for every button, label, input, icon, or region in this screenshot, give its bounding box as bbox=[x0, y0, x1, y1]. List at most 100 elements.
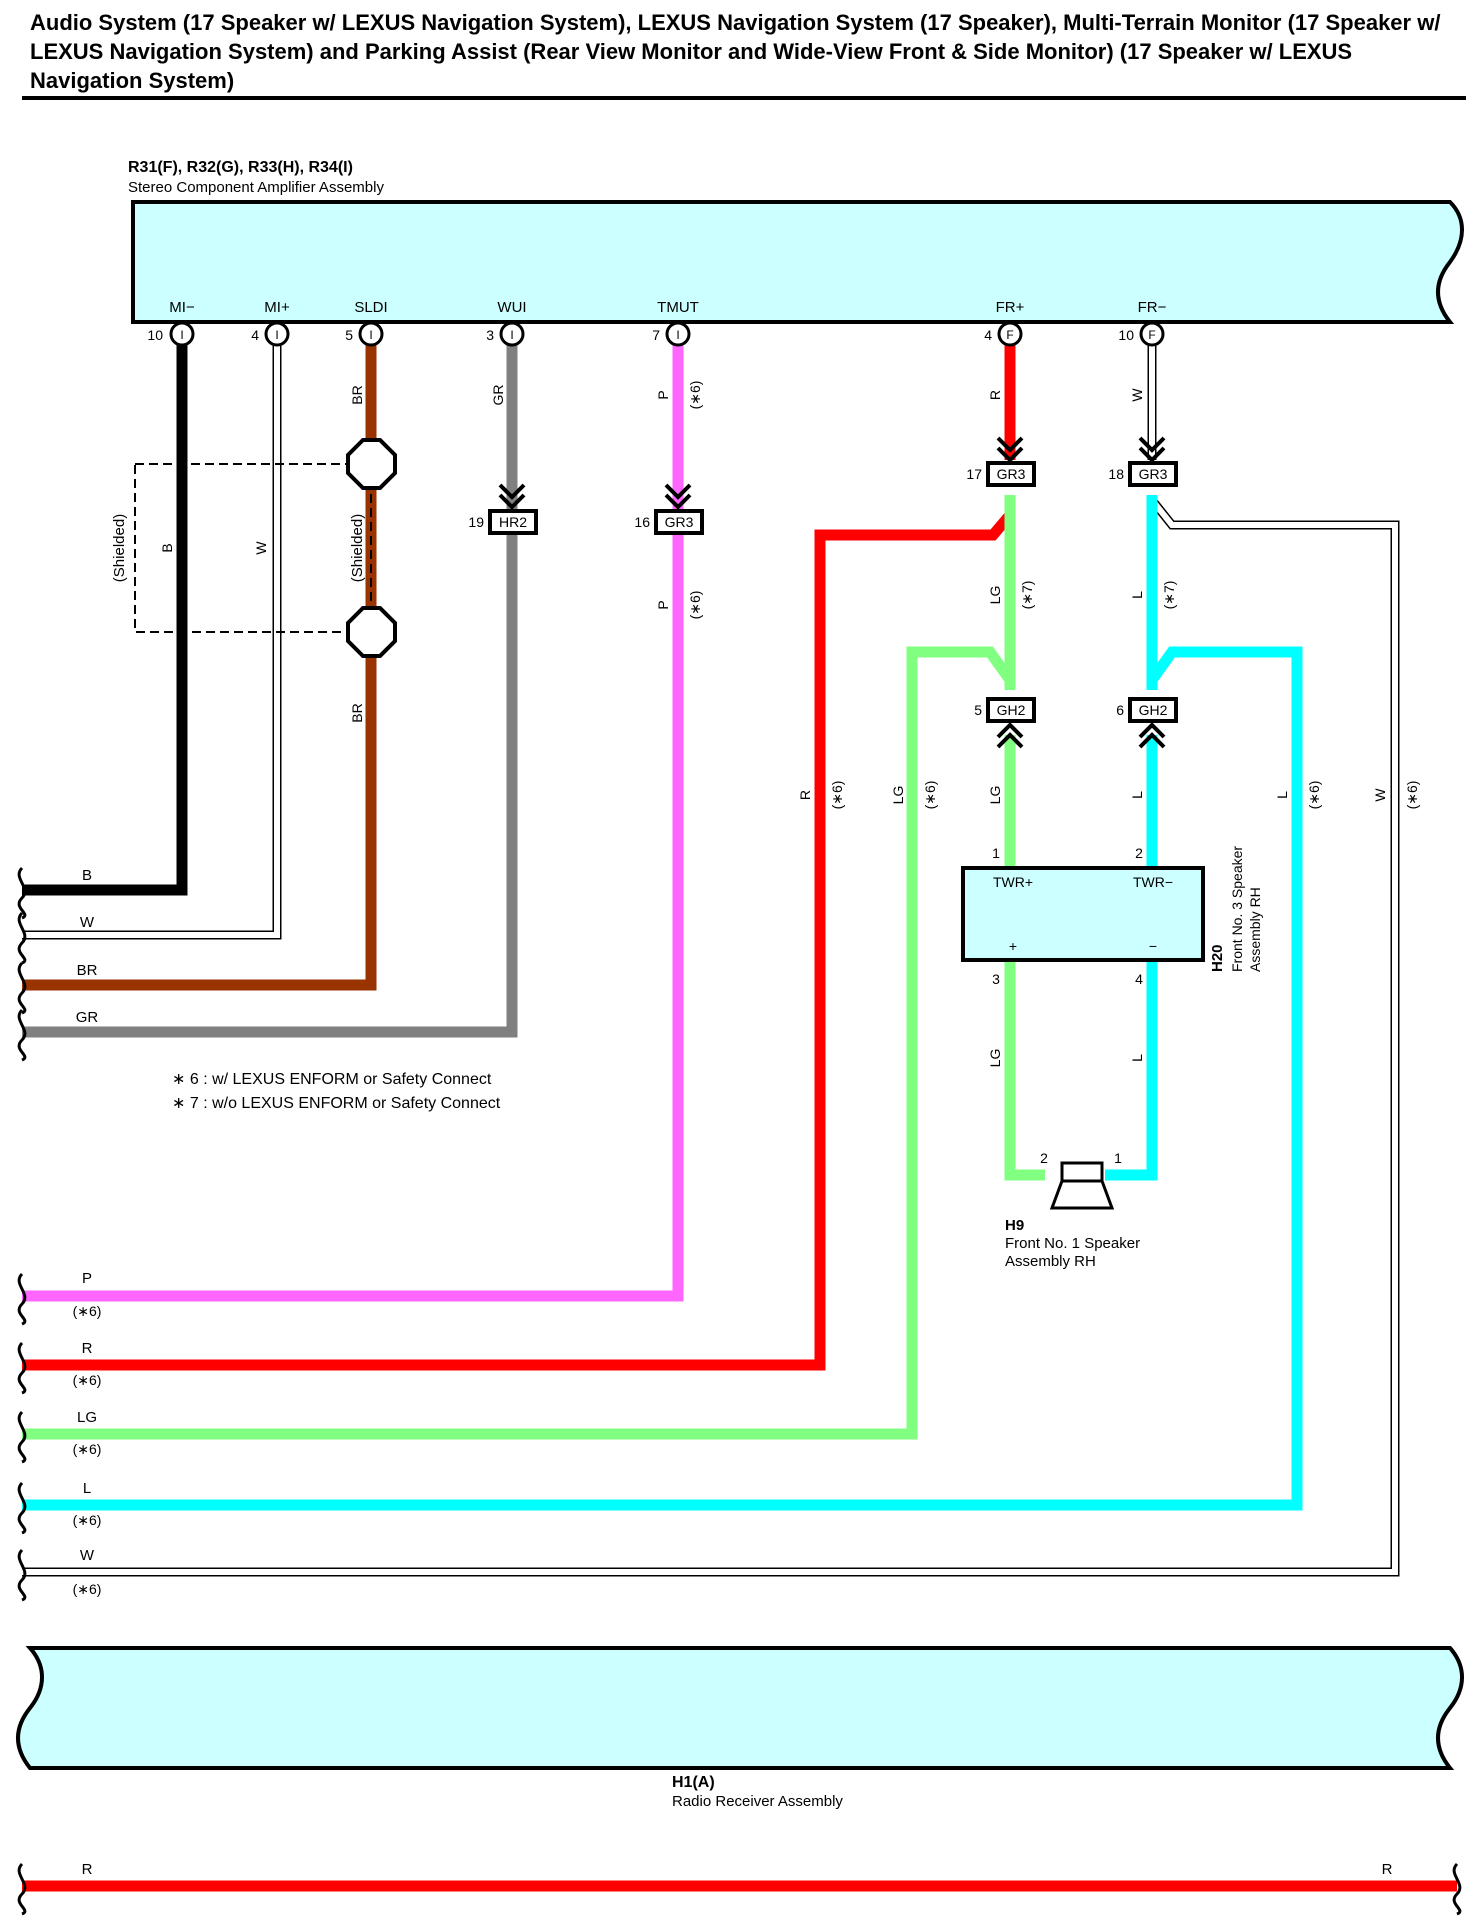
label-p-top-note: (∗6) bbox=[687, 381, 703, 410]
exit-label-gr: GR bbox=[76, 1009, 99, 1026]
label-w-branch-note: (∗6) bbox=[1404, 781, 1420, 810]
title-rule bbox=[22, 96, 1466, 100]
pin-circle-tmut: I bbox=[665, 321, 691, 347]
pin-circle-sldi: I bbox=[358, 321, 384, 347]
label-l-mid: L bbox=[1129, 591, 1145, 599]
label-lg-mid-note: (∗7) bbox=[1019, 581, 1035, 610]
shielded-label-left: (Shielded) bbox=[111, 514, 128, 582]
svg-text:HR2: HR2 bbox=[499, 514, 527, 530]
pin-name-fr-minus: FR− bbox=[1138, 299, 1167, 316]
label-l-bottom: L bbox=[1129, 1054, 1145, 1062]
page-title: Audio System (17 Speaker w/ LEXUS Naviga… bbox=[30, 10, 1441, 93]
wire-gr bbox=[22, 334, 518, 1038]
connector-gr3-fr-minus: GR3 18 bbox=[1108, 436, 1178, 487]
label-l-branch: L bbox=[1274, 791, 1290, 799]
svg-text:Assembly RH: Assembly RH bbox=[1247, 887, 1263, 972]
left-break-marks bbox=[17, 866, 27, 1602]
shield-terminal-top bbox=[346, 438, 397, 490]
exit-label-r: R bbox=[82, 1340, 93, 1357]
pin-name-tmut: TMUT bbox=[657, 299, 699, 316]
svg-text:GR3: GR3 bbox=[665, 514, 694, 530]
pin-circle-mi-plus: I bbox=[264, 321, 290, 347]
pin-num-wui: 3 bbox=[486, 327, 494, 343]
speaker-pin-a: 2 bbox=[1040, 1150, 1048, 1166]
pin-num-tmut: 7 bbox=[652, 327, 660, 343]
exit-label-lg: LG bbox=[77, 1409, 97, 1426]
svg-text:GR3: GR3 bbox=[997, 466, 1026, 482]
bottom-break-marks bbox=[17, 1862, 1462, 1916]
svg-text:I: I bbox=[510, 328, 513, 342]
svg-text:GH2: GH2 bbox=[997, 702, 1026, 718]
pin-name-fr-plus: FR+ bbox=[996, 299, 1025, 316]
pin-num-sldi: 5 bbox=[345, 327, 353, 343]
label-r-top: R bbox=[987, 390, 1003, 400]
exit-note-r: (∗6) bbox=[73, 1372, 102, 1388]
shielded-label-right: (Shielded) bbox=[349, 514, 366, 582]
exit-label-p: P bbox=[82, 1270, 92, 1287]
label-r-branch-note: (∗6) bbox=[829, 781, 845, 810]
wire-l-branch bbox=[22, 646, 1303, 1511]
shield-terminal-bottom bbox=[346, 606, 397, 658]
svg-text:GR3: GR3 bbox=[1139, 466, 1168, 482]
wire-b bbox=[22, 334, 188, 896]
connector-gh2-minus: GH2 6 bbox=[1116, 697, 1178, 749]
tweeter-sign-plus: + bbox=[1009, 938, 1017, 954]
tweeter-pin-minus-label: TWR− bbox=[1133, 874, 1173, 890]
receiver-name: Radio Receiver Assembly bbox=[672, 1793, 843, 1810]
label-p-mid-note: (∗6) bbox=[687, 591, 703, 620]
exit-label-w2: W bbox=[80, 1547, 95, 1564]
receiver-box bbox=[16, 1646, 1464, 1770]
pin-num-mi-plus: 4 bbox=[251, 327, 259, 343]
svg-text:Front No. 3 Speaker: Front No. 3 Speaker bbox=[1229, 846, 1245, 972]
note-6: ∗ 6 : w/ LEXUS ENFORM or Safety Connect bbox=[172, 1071, 492, 1088]
exit-label-w: W bbox=[80, 914, 95, 931]
speaker-pin-b: 1 bbox=[1114, 1150, 1122, 1166]
label-l-mid-note: (∗7) bbox=[1161, 581, 1177, 610]
label-w-top: W bbox=[1129, 388, 1145, 402]
speaker-icon bbox=[1049, 1161, 1115, 1210]
label-lg-bottom: LG bbox=[987, 1049, 1003, 1068]
exit-note-w2: (∗6) bbox=[73, 1581, 102, 1597]
exit-note-p: (∗6) bbox=[73, 1303, 102, 1319]
label-lg-branch-note: (∗6) bbox=[922, 781, 938, 810]
wire-p bbox=[22, 334, 684, 1302]
svg-text:5: 5 bbox=[974, 702, 982, 718]
pin-circle-fr-plus: F bbox=[997, 321, 1023, 347]
label-r-branch: R bbox=[797, 790, 813, 800]
speaker-name-line2: Assembly RH bbox=[1005, 1253, 1096, 1270]
pin-circle-fr-minus: F bbox=[1139, 321, 1165, 347]
svg-text:GH2: GH2 bbox=[1139, 702, 1168, 718]
svg-text:18: 18 bbox=[1108, 466, 1124, 482]
tweeter-name: Front No. 3 Speaker Assembly RH bbox=[1229, 846, 1263, 972]
tweeter-pin-out-plus: 3 bbox=[992, 971, 1000, 987]
tweeter-sign-minus: − bbox=[1149, 938, 1157, 954]
pin-name-mi-minus: MI− bbox=[169, 299, 195, 316]
svg-text:F: F bbox=[1148, 328, 1155, 342]
label-p-mid: P bbox=[655, 600, 671, 609]
label-l-lower: L bbox=[1129, 791, 1145, 799]
pin-name-mi-plus: MI+ bbox=[264, 299, 290, 316]
label-br-bottom: BR bbox=[349, 703, 365, 722]
receiver-code: H1(A) bbox=[672, 1774, 715, 1791]
pin-circle-wui: I bbox=[499, 321, 525, 347]
exit-label-br: BR bbox=[77, 962, 98, 979]
speaker-code: H9 bbox=[1005, 1217, 1024, 1234]
wire-lg-branch bbox=[22, 646, 1015, 1440]
label-lg-branch: LG bbox=[890, 786, 906, 805]
bottom-wire-label-left: R bbox=[82, 1861, 93, 1878]
label-lg-mid: LG bbox=[987, 586, 1003, 605]
amplifier-name: Stereo Component Amplifier Assembly bbox=[128, 179, 384, 196]
exit-label-l: L bbox=[83, 1480, 91, 1497]
svg-text:F: F bbox=[1006, 328, 1013, 342]
shield-enclosure bbox=[134, 463, 372, 633]
note-7: ∗ 7 : w/o LEXUS ENFORM or Safety Connect bbox=[172, 1095, 501, 1112]
tweeter-pin-in-minus: 2 bbox=[1135, 845, 1143, 861]
svg-text:6: 6 bbox=[1116, 702, 1124, 718]
tweeter-pin-in-plus: 1 bbox=[992, 845, 1000, 861]
wire-w-branch-fill bbox=[22, 498, 1398, 1575]
svg-text:I: I bbox=[369, 328, 372, 342]
pin-circle-mi-minus: I bbox=[169, 321, 195, 347]
wire-w-mi bbox=[22, 334, 282, 940]
exit-note-l: (∗6) bbox=[73, 1512, 102, 1528]
